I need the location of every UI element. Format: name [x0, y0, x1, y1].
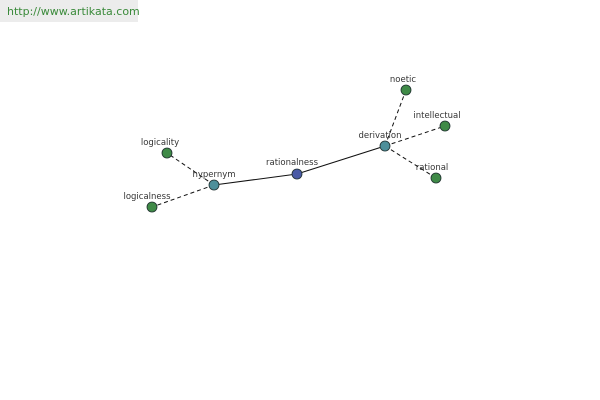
node-marker-intellectual[interactable]	[439, 120, 451, 132]
edge-hypernym-logicalness	[151, 184, 215, 208]
edge-derivation-rational	[384, 145, 437, 179]
node-rational[interactable]: rational	[416, 163, 449, 184]
edge-derivation-noetic	[384, 89, 407, 147]
node-derivation[interactable]: derivation	[358, 131, 402, 152]
node-marker-rational[interactable]	[430, 172, 442, 184]
edges-layer	[151, 89, 446, 208]
edge-rationalness-derivation	[296, 145, 386, 175]
node-marker-derivation[interactable]	[379, 140, 391, 152]
node-rationalness[interactable]: rationalness	[266, 158, 319, 180]
node-logicality[interactable]: logicality	[141, 138, 179, 159]
node-label-rationalness[interactable]: rationalness	[266, 158, 319, 168]
nodes-layer: rationalness hypernym derivation logicality…	[123, 75, 461, 213]
node-logicalness[interactable]: logicalness	[123, 192, 171, 213]
node-label-logicality[interactable]: logicality	[141, 138, 179, 148]
node-label-intellectual[interactable]: intellectual	[413, 111, 460, 121]
node-label-derivation[interactable]: derivation	[358, 131, 401, 141]
node-label-rational[interactable]: rational	[416, 163, 449, 173]
edge-hypernym-logicality	[166, 152, 215, 186]
node-marker-noetic[interactable]	[400, 84, 412, 96]
node-hypernym[interactable]: hypernym	[192, 170, 236, 191]
node-label-logicalness[interactable]: logicalness	[123, 192, 171, 202]
edge-derivation-intellectual	[384, 125, 446, 147]
node-label-noetic[interactable]: noetic	[390, 75, 417, 85]
node-intellectual[interactable]: intellectual	[413, 111, 461, 132]
node-marker-rationalness[interactable]	[291, 168, 303, 180]
node-marker-hypernym[interactable]	[208, 179, 220, 191]
node-noetic[interactable]: noetic	[390, 75, 417, 96]
node-marker-logicality[interactable]	[161, 147, 173, 159]
source-link[interactable]: http://www.artikata.com	[7, 5, 140, 18]
node-marker-logicalness[interactable]	[146, 201, 158, 213]
node-label-hypernym[interactable]: hypernym	[192, 170, 235, 180]
edge-rationalness-hypernym	[213, 173, 298, 186]
source-link-box: http://www.artikata.com	[0, 0, 140, 22]
